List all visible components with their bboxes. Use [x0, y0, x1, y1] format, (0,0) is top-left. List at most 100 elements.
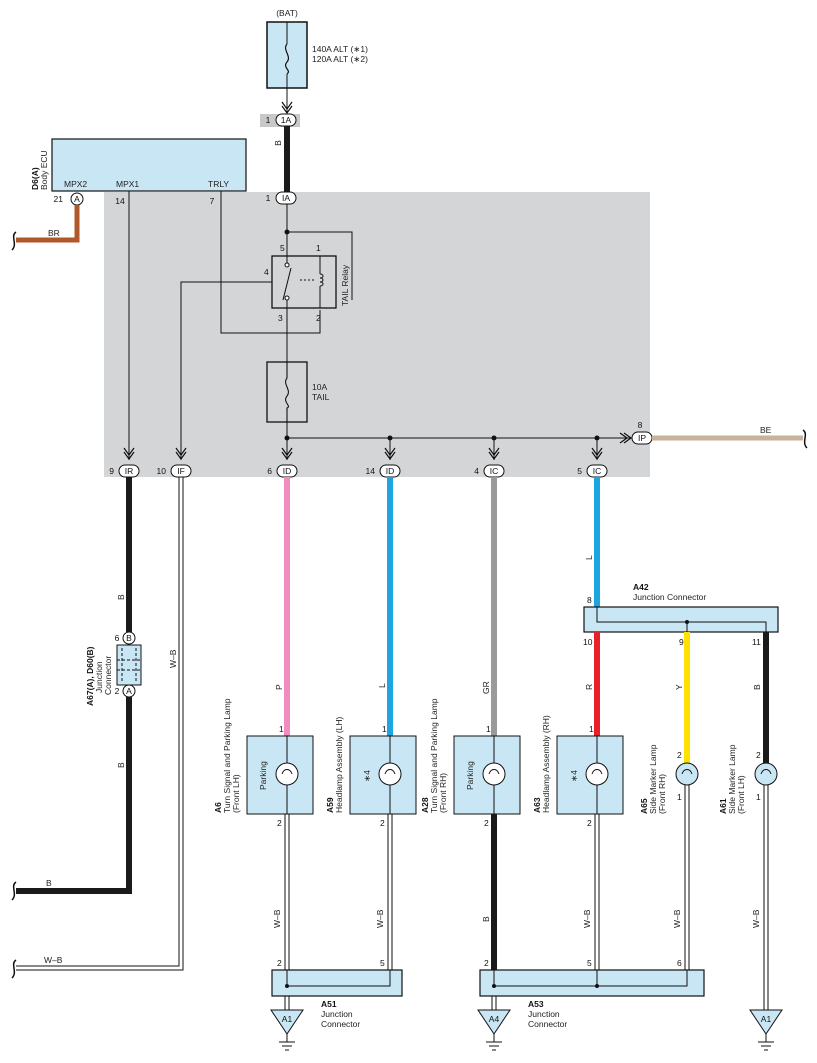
bulb-icon	[482, 762, 506, 786]
lamp-a59-code: A59	[325, 797, 335, 813]
junction-a42-name: Junction Connector	[633, 592, 706, 602]
junction-a53-name-2: Connector	[528, 1019, 567, 1029]
lamp-a59-name-1: Headlamp Assembly (LH)	[334, 716, 344, 813]
bulb-icon	[275, 762, 299, 786]
ground-1-label: A1	[282, 1014, 293, 1024]
wire-label-gr: GR	[481, 681, 491, 694]
connector-ic-4-pin: 4	[474, 466, 479, 476]
lamp-a63-pin-1: 1	[589, 724, 594, 734]
wire-label-l-lh: L	[377, 683, 387, 688]
bat-label: (BAT)	[276, 8, 298, 18]
lamp-a6-pin-2: 2	[277, 818, 282, 828]
lamp-a63-inner: ∗4	[569, 770, 579, 782]
lamp-a59-pin-1: 1	[382, 724, 387, 734]
body-ecu-box	[51, 138, 247, 192]
wire-label-b-a28: B	[481, 916, 491, 922]
wire-label-b-main: B	[273, 140, 283, 146]
lamp-a28-pin-1: 1	[486, 724, 491, 734]
junction-a67-pin-top: 6	[115, 633, 120, 643]
wire-label-y: Y	[674, 684, 684, 690]
relay-pin-3: 3	[278, 313, 283, 323]
lamp-a28-name-2: (Front RH)	[438, 773, 448, 813]
wire-label-b-ir: B	[116, 594, 126, 600]
fuse-element-icon	[284, 43, 290, 75]
ecu-pin-mpx1: 14	[115, 196, 125, 206]
lamp-a65-name-2: (Front RH)	[657, 774, 667, 814]
connector-id-6-pin: 6	[267, 466, 272, 476]
relay-pin-1: 1	[316, 243, 321, 253]
wire-label-r: R	[584, 684, 594, 690]
wire-label-l-rh: L	[584, 555, 594, 560]
connector-ic-5-id: IC	[593, 466, 602, 476]
junction-a51-box	[271, 969, 403, 997]
ground-2-label: A4	[489, 1014, 500, 1024]
wire-label-br: BR	[48, 228, 60, 238]
chevron-down-icon	[281, 101, 293, 115]
connector-1a-top-id: 1A	[281, 115, 292, 125]
lamp-a61-pin-2: 2	[756, 750, 761, 760]
lamp-a59-pin-2: 2	[380, 818, 385, 828]
relay-name: TAIL Relay	[340, 264, 350, 306]
bulb-icon	[378, 762, 402, 786]
junction-a67-name-2: Connector	[103, 656, 113, 695]
wire-break-icon	[11, 959, 17, 979]
wire-break-icon	[11, 881, 17, 901]
tail-fuse-rating: 10A	[312, 382, 327, 392]
junction-a67-code: A67(A), D60(B)	[85, 646, 95, 706]
wire-label-wb-a65: W–B	[672, 909, 682, 928]
connector-1a-top-pin: 1	[266, 115, 271, 125]
lamp-a28-name-1: Turn Signal and Parking Lamp	[429, 698, 439, 813]
lamp-a65-code: A65	[639, 798, 649, 814]
lamp-a63-pin-2: 2	[587, 818, 592, 828]
connector-ic-4-id: IC	[490, 466, 499, 476]
junction-a67-name-1: Junction	[94, 661, 104, 693]
junction-a42-code: A42	[633, 582, 649, 592]
lamp-a65-pin-1: 1	[677, 792, 682, 802]
junction-a67-pin-bot: 2	[115, 686, 120, 696]
junction-a42-pin-8: 8	[587, 595, 592, 605]
ecu-term-mpx1: MPX1	[116, 179, 139, 189]
wire-break-icon	[802, 429, 808, 449]
lamp-a28-pin-2: 2	[484, 818, 489, 828]
connector-ir-id: IR	[125, 466, 134, 476]
junction-a53-pin-6: 6	[677, 958, 682, 968]
wire-b-lower	[16, 697, 132, 894]
ground-icon	[749, 1009, 783, 1051]
lamp-a6-pin-1: 1	[279, 724, 284, 734]
ecu-term-trly: TRLY	[208, 179, 229, 189]
ecu-connector-a-letter: A	[74, 194, 80, 204]
junction-a67-letter-bot: A	[126, 686, 132, 696]
bulb-icon	[585, 762, 609, 786]
connector-ia	[275, 191, 297, 205]
connector-ia-pin: 1	[266, 193, 271, 203]
lamp-a59-inner: ∗4	[362, 770, 372, 782]
wire-br	[16, 205, 80, 243]
lamp-a65-name-1: Side Marker Lamp	[648, 744, 658, 814]
connector-ip-pin: 8	[638, 420, 643, 430]
lamp-a61-name-2: (Front LH)	[736, 775, 746, 814]
junction-a51-pin-5: 5	[380, 958, 385, 968]
junction-a53-pin-2: 2	[484, 958, 489, 968]
junction-a53-name-1: Junction	[528, 1009, 560, 1019]
relay-coil-icon	[319, 273, 324, 287]
connector-ir-pin: 9	[109, 466, 114, 476]
wire-break-icon	[11, 231, 17, 251]
wire-label-wb-a63: W–B	[582, 909, 592, 928]
junction-a51-name-1: Junction	[321, 1009, 353, 1019]
junction-a53-pin-5: 5	[587, 958, 592, 968]
ground-icon	[270, 1009, 304, 1051]
wire-label-wb-if: W–B	[168, 649, 178, 668]
lamp-a65-pin-2: 2	[677, 750, 682, 760]
ecu-code: D6(A)	[30, 167, 40, 190]
relay-pin-2: 2	[316, 313, 321, 323]
wire-label-wb-a59: W–B	[375, 909, 385, 928]
lamp-a63-code: A63	[532, 797, 542, 813]
junction-a67-pin-b	[122, 631, 136, 645]
lamp-a61-name-1: Side Marker Lamp	[727, 744, 737, 814]
main-fuse-label-2: 120A ALT (∗2)	[312, 54, 368, 64]
connector-if-id: IF	[177, 466, 185, 476]
fuse-element-icon	[285, 362, 289, 422]
ground-3-label: A1	[761, 1014, 772, 1024]
wire-label-wb-bottom: W–B	[44, 955, 63, 965]
